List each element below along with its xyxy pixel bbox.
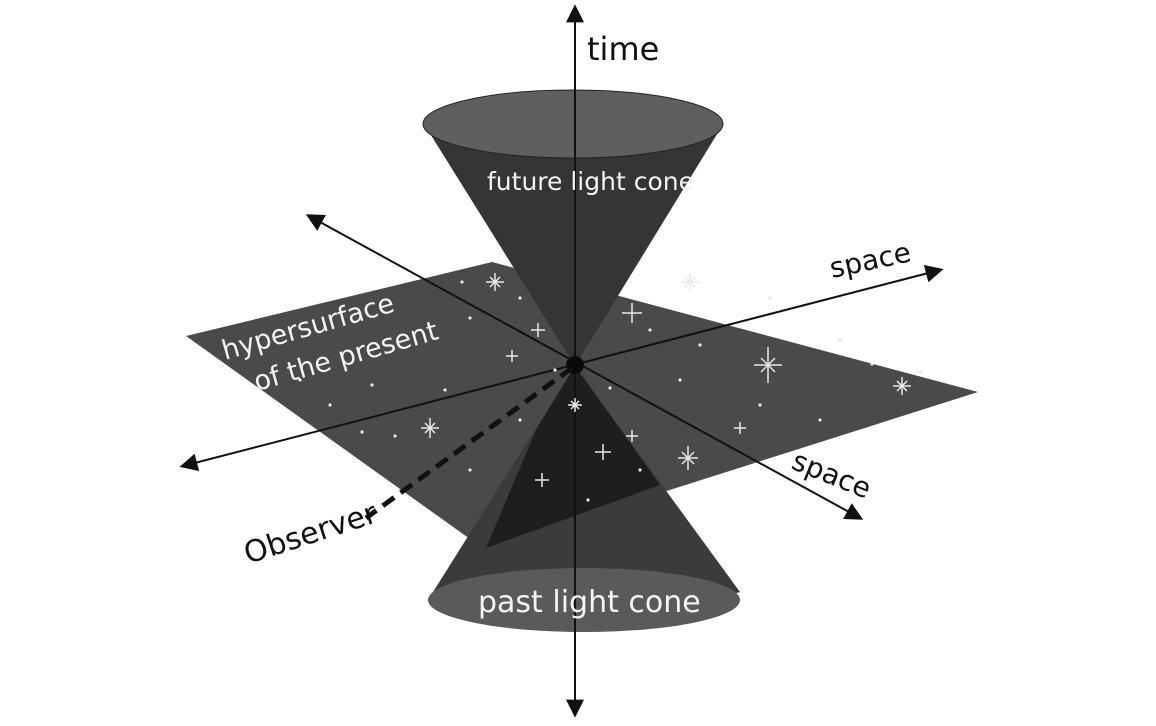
star xyxy=(681,273,699,291)
space-axis-front-label: space xyxy=(787,444,876,505)
past-cone-base xyxy=(428,568,740,632)
star xyxy=(754,347,782,383)
star xyxy=(421,418,439,438)
observer-label: Observer xyxy=(240,496,382,572)
star xyxy=(535,473,549,487)
future-cone-label: future light cone xyxy=(487,167,694,196)
star xyxy=(626,430,638,442)
time-axis-label: time xyxy=(587,30,659,68)
space-axis-right-label: space xyxy=(827,235,914,284)
star xyxy=(531,323,545,337)
star xyxy=(678,446,698,470)
star xyxy=(568,398,582,412)
star xyxy=(595,444,611,460)
future-cone-rim xyxy=(422,89,724,159)
stars xyxy=(421,273,911,487)
star-dots xyxy=(298,280,922,502)
star xyxy=(734,422,746,434)
star xyxy=(622,303,642,323)
space-axis-front-back xyxy=(305,214,864,520)
past-cone-label: past light cone xyxy=(478,585,701,620)
star xyxy=(486,273,504,291)
star xyxy=(506,350,518,362)
star xyxy=(893,377,911,395)
